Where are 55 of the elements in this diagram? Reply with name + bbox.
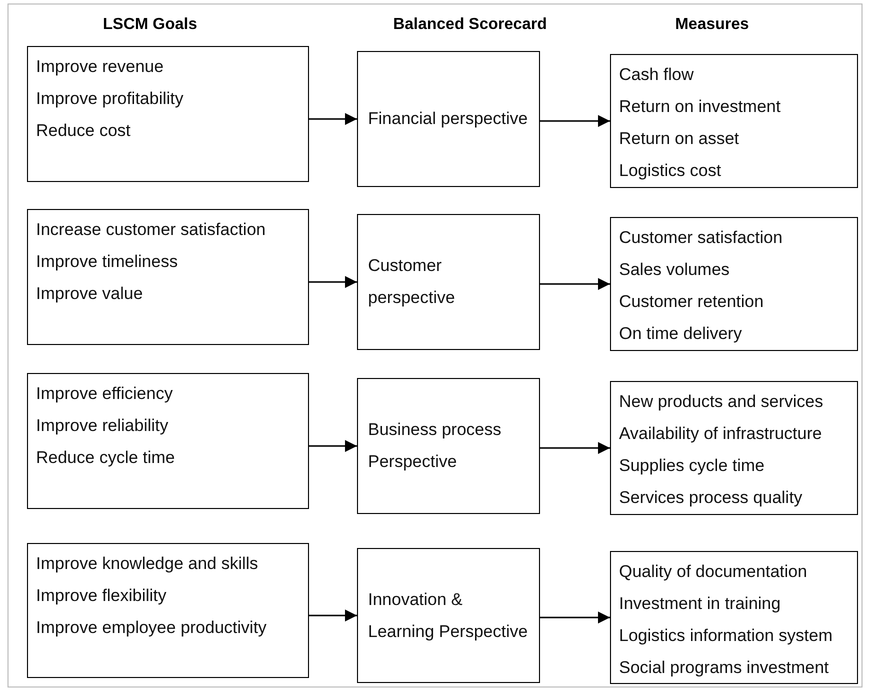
item-text: Sales volumes (619, 259, 731, 281)
text-box (27, 46, 309, 182)
item-text: Services process quality (619, 487, 804, 509)
arrow (540, 115, 610, 127)
item-text: Cash flow (619, 64, 695, 86)
text-box (27, 543, 309, 678)
arrow (309, 440, 357, 452)
item-text: Return on asset (619, 128, 740, 150)
text-box (610, 551, 858, 684)
item-text: Customer perspective (368, 255, 456, 309)
item-text: Innovation & Learning Perspective (368, 588, 529, 642)
arrow (309, 276, 357, 288)
item-text: Investment in training (619, 593, 782, 615)
item-text: Improve reliability (36, 415, 170, 437)
item-text: Customer retention (619, 291, 765, 313)
item-text: Increase customer satisfaction (36, 219, 267, 241)
item-text: Customer satisfaction (619, 227, 784, 249)
arrow (309, 610, 357, 622)
arrow (540, 442, 610, 454)
item-text: Improve profitability (36, 88, 184, 110)
item-text: Improve timeliness (36, 251, 179, 273)
item-text: Improve employee productivity (36, 617, 268, 639)
arrow (540, 612, 610, 624)
text-box (610, 54, 858, 188)
item-text: Social programs investment (619, 657, 830, 679)
item-text: Improve efficiency (36, 383, 174, 405)
item-text: Supplies cycle time (619, 455, 766, 477)
item-text: Reduce cycle time (36, 447, 176, 469)
item-text: Business process Perspective (368, 419, 502, 473)
text-box (357, 214, 540, 350)
arrow (309, 113, 357, 125)
item-text: On time delivery (619, 323, 743, 345)
text-box (610, 217, 858, 351)
item-text: Logistics cost (619, 160, 722, 182)
text-box (357, 378, 540, 514)
item-text: Improve flexibility (36, 585, 168, 607)
text-box (357, 51, 540, 187)
column-heading: Balanced Scorecard (393, 16, 547, 34)
text-box (610, 381, 858, 515)
text-box (27, 373, 309, 509)
item-text: Improve knowledge and skills (36, 553, 260, 575)
item-text: Financial perspective (368, 108, 529, 130)
item-text: Logistics information system (619, 625, 834, 647)
item-text: Availability of infrastructure (619, 423, 823, 445)
arrow (540, 278, 610, 290)
text-box (357, 548, 540, 683)
text-box (27, 209, 309, 345)
item-text: Improve value (36, 283, 144, 305)
item-text: Return on investment (619, 96, 782, 118)
item-text: New products and services (619, 391, 824, 413)
item-text: Quality of documentation (619, 561, 808, 583)
column-heading: Measures (675, 16, 749, 34)
item-text: Reduce cost (36, 120, 132, 142)
column-heading: LSCM Goals (102, 16, 198, 34)
item-text: Improve revenue (36, 56, 165, 78)
